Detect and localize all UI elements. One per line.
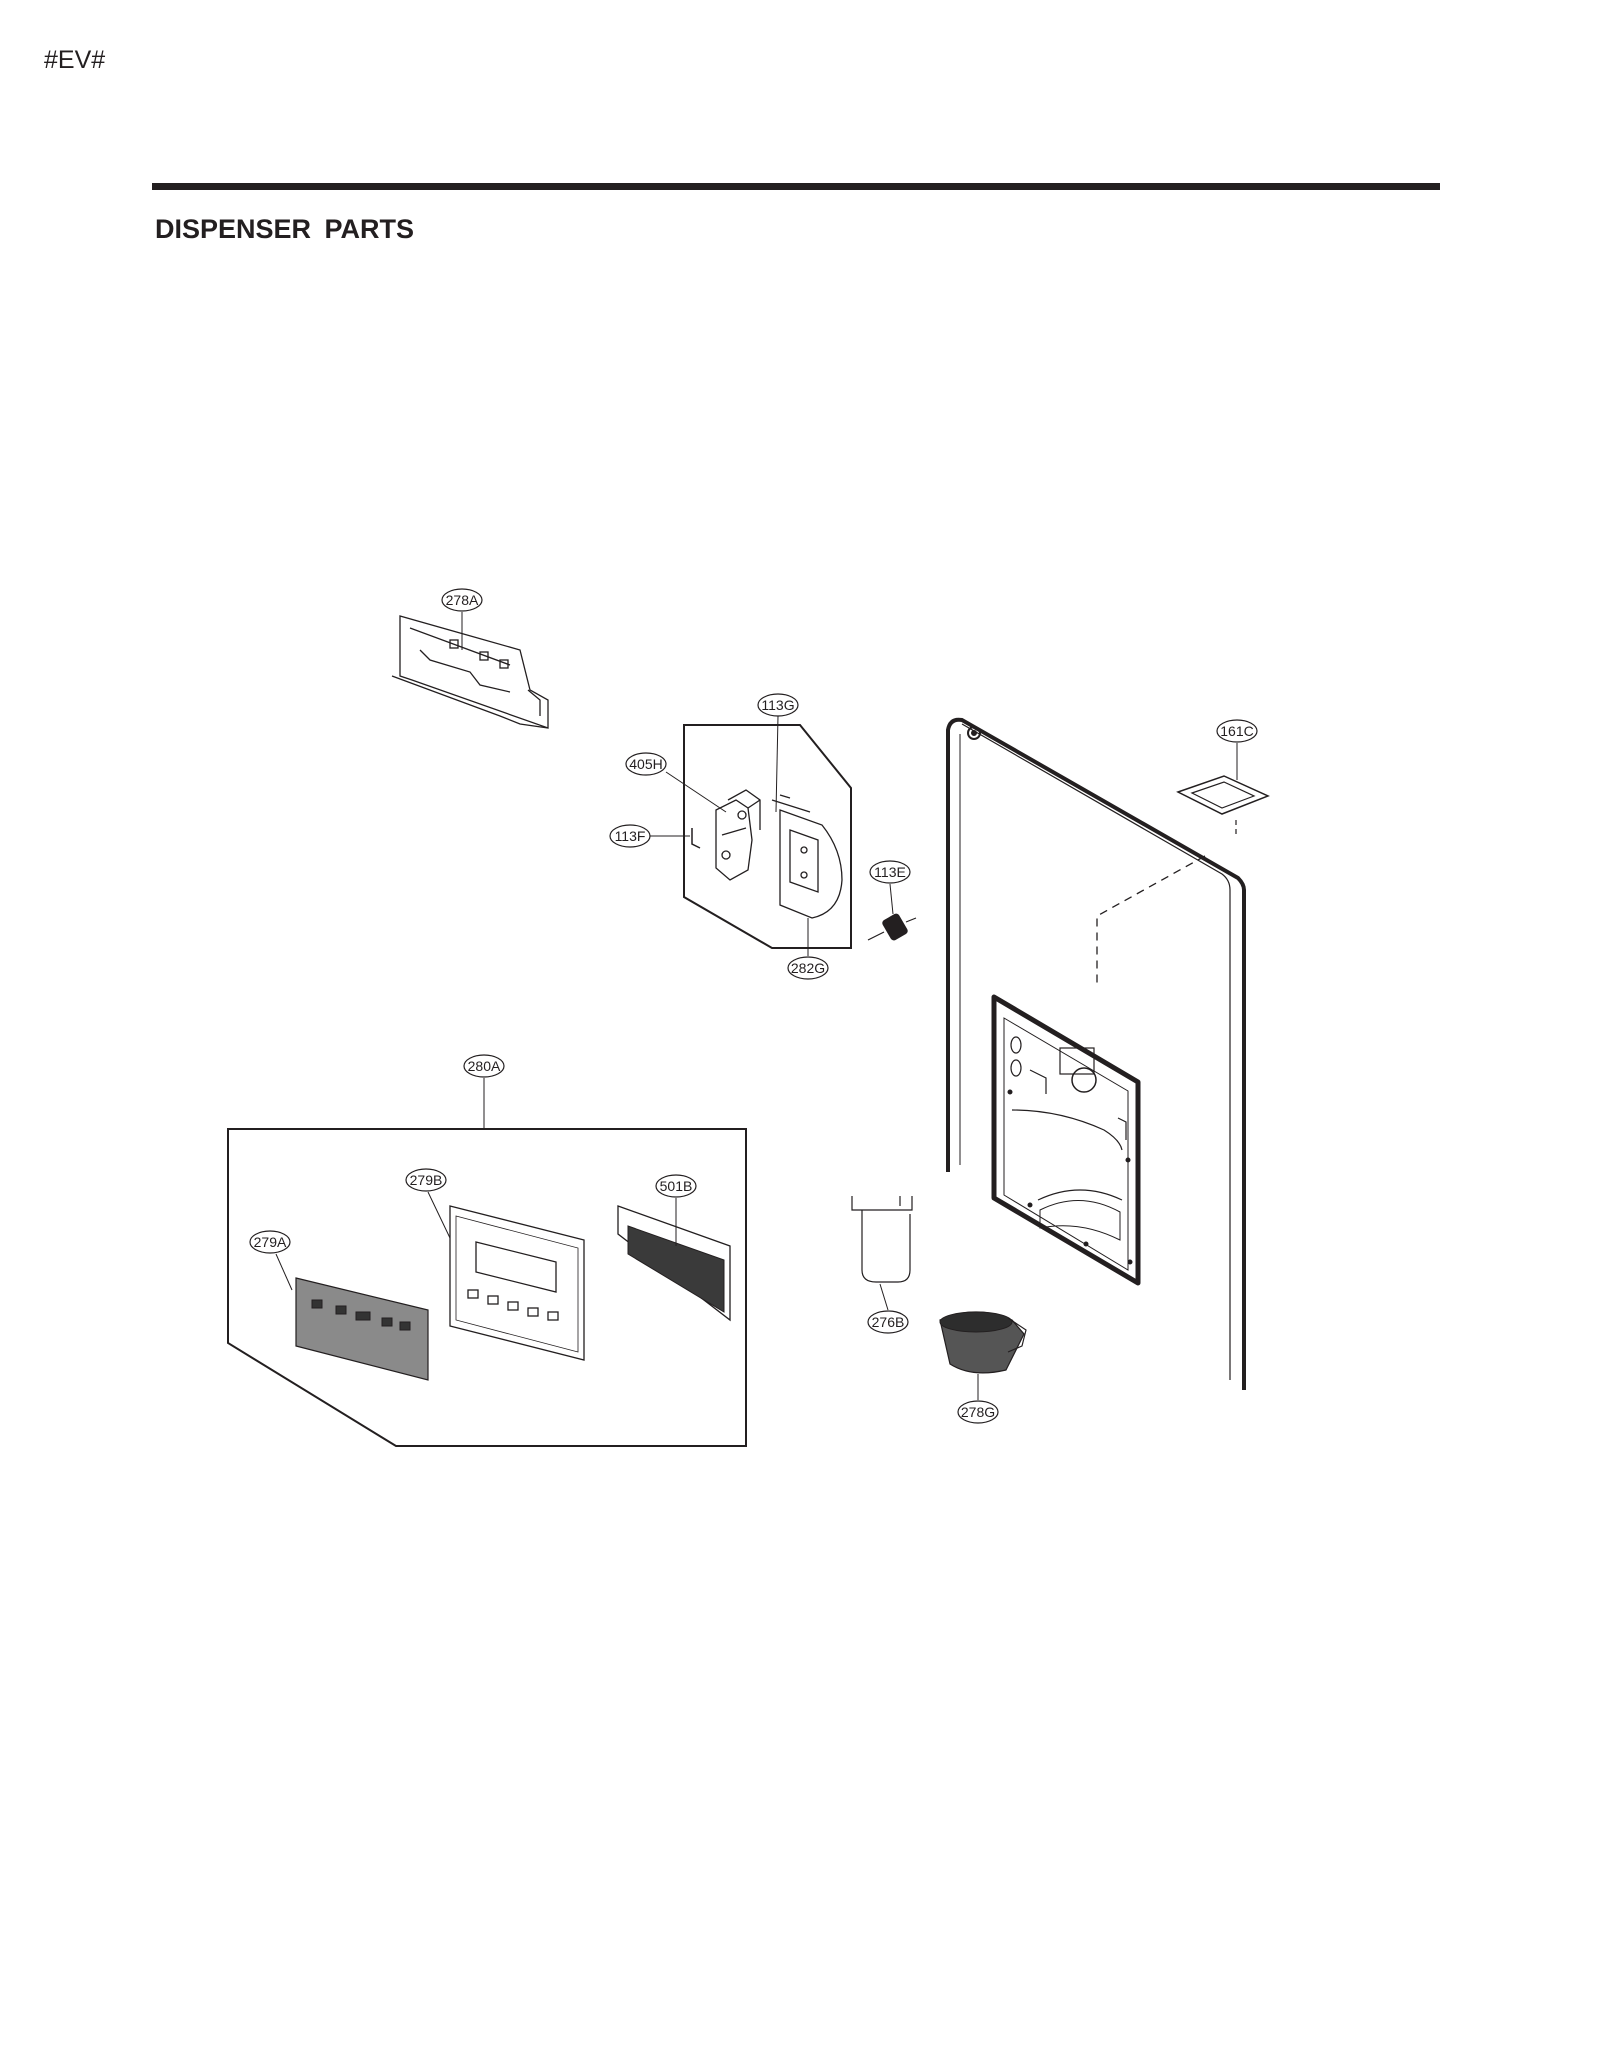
part-278g-nozzle bbox=[939, 1311, 1027, 1374]
part-501b-filter bbox=[617, 1205, 731, 1322]
part-278a-bracket bbox=[391, 615, 549, 729]
callout-276b-label: 276B bbox=[872, 1314, 905, 1330]
page-code: #EV# bbox=[44, 46, 106, 74]
callout-279a-label: 279A bbox=[254, 1234, 287, 1250]
header-rule bbox=[152, 183, 1440, 190]
part-282g-housing bbox=[771, 794, 843, 919]
callout-161c-label: 161C bbox=[1220, 723, 1253, 739]
section-title: DISPENSER PARTS bbox=[155, 214, 415, 244]
callout-278a: 278A bbox=[441, 588, 483, 650]
callout-280a: 280A bbox=[463, 1054, 505, 1129]
callout-278g: 278G bbox=[957, 1374, 999, 1424]
callout-279b: 279B bbox=[405, 1168, 451, 1239]
callout-276b: 276B bbox=[867, 1283, 909, 1334]
callout-113f-label: 113F bbox=[615, 828, 646, 844]
callout-278a-label: 278A bbox=[446, 592, 479, 608]
part-405h-motor bbox=[715, 789, 761, 881]
callout-280a-label: 280A bbox=[468, 1058, 501, 1074]
callout-161c: 161C bbox=[1216, 719, 1258, 780]
callout-113g: 113G bbox=[757, 693, 799, 813]
callout-405h: 405H bbox=[625, 752, 727, 813]
dispenser-recess bbox=[991, 994, 1141, 1286]
callout-279b-label: 279B bbox=[410, 1172, 443, 1188]
callout-279a: 279A bbox=[249, 1230, 293, 1291]
callout-282g: 282G bbox=[787, 918, 829, 980]
part-279a-panel bbox=[295, 1277, 429, 1381]
control-assembly-frame bbox=[227, 1128, 747, 1447]
callout-501b-label: 501B bbox=[660, 1178, 693, 1194]
callout-278g-label: 278G bbox=[961, 1404, 995, 1420]
callout-113e: 113E bbox=[869, 860, 911, 915]
part-161c-gasket bbox=[1176, 775, 1270, 836]
callout-113e-label: 113E bbox=[874, 864, 906, 880]
part-276b-flap bbox=[851, 1196, 913, 1283]
callout-282g-label: 282G bbox=[791, 960, 825, 976]
part-279b-cover bbox=[449, 1205, 585, 1361]
callout-405h-label: 405H bbox=[629, 756, 662, 772]
callout-113g-label: 113G bbox=[761, 697, 794, 713]
part-113f-pin bbox=[691, 828, 701, 849]
callout-501b: 501B bbox=[655, 1174, 697, 1246]
callout-113f: 113F bbox=[609, 824, 690, 848]
part-113e-spring bbox=[867, 913, 917, 941]
door-outline bbox=[946, 717, 1246, 1390]
motor-group-frame bbox=[683, 724, 852, 949]
